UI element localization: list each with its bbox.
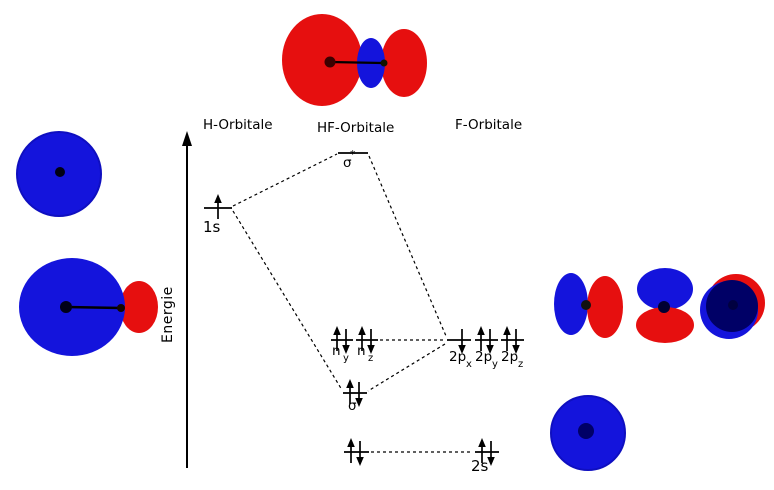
level-label-1s: 1s: [203, 218, 221, 236]
f-2px-orbital-image: [554, 273, 623, 338]
f-2s-orbital-image: [550, 395, 626, 471]
column-label-f: F-Orbitale: [455, 117, 523, 133]
level-label-sigma-star: σ: [343, 155, 352, 171]
level-label-2py-sub: y: [492, 359, 498, 370]
level-label-2pz-sub: z: [518, 359, 524, 370]
level-label-sigma-star-sup: *: [350, 148, 356, 161]
energy-levels: [204, 152, 524, 453]
column-label-hf: HF-Orbitale: [317, 120, 395, 136]
electron-down-arrow-nz: [366, 328, 376, 355]
level-label-ny: n: [332, 343, 341, 359]
f-2py-orbital-image: [636, 268, 694, 343]
level-label-ny-sub: y: [343, 353, 349, 364]
level-label-2s: 2s: [471, 457, 489, 475]
f-2pz-orbital-image: [700, 274, 765, 339]
electron-up-arrow-2pz: [502, 325, 512, 352]
axis-arrowhead-icon: [182, 131, 192, 146]
hf-sigma-star-orbital-image: [282, 14, 427, 106]
link-1s-sigma: [232, 210, 343, 391]
hf-sigma-orbital-image: [19, 258, 158, 356]
link-sigmastar-2px: [368, 155, 447, 337]
level-label-2py: 2p: [475, 349, 493, 365]
level-label-nz-sub: z: [368, 353, 374, 364]
level-label-2pz: 2p: [501, 349, 519, 365]
level-label-2px-sub: x: [466, 359, 472, 370]
level-label-sigma: σ: [348, 398, 357, 414]
column-label-h: H-Orbitale: [203, 117, 273, 133]
h-1s-orbital-image: [16, 131, 102, 217]
link-2px-sigma: [367, 343, 446, 392]
electron-arrows: [213, 193, 521, 467]
electron-up-arrow-hf2s: [346, 437, 356, 464]
electron-down-arrow-ny: [341, 328, 351, 355]
energy-axis-label: Energie: [160, 286, 176, 343]
level-label-nz: n: [357, 343, 366, 359]
correlation-lines: [232, 153, 473, 453]
electron-up-arrow-2py: [476, 325, 486, 352]
level-label-2px: 2p: [449, 349, 467, 365]
link-1s-sigmastar: [232, 153, 338, 207]
electron-down-arrow-hf2s: [355, 440, 365, 467]
energy-axis: [182, 131, 192, 468]
electron-up-arrow-1s: [213, 193, 223, 220]
